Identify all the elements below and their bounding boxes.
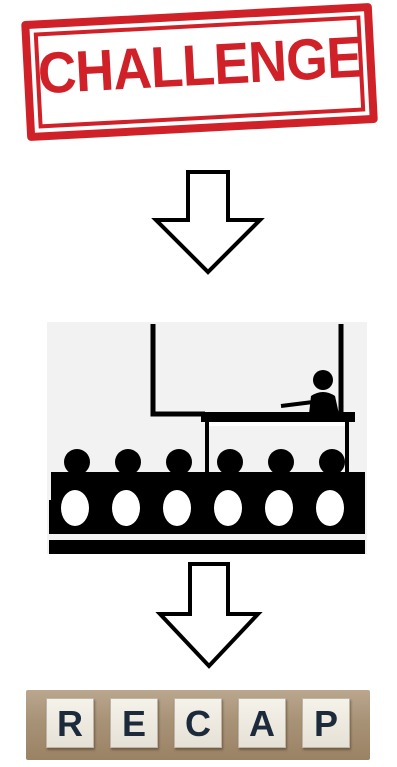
presentation-audience-icon <box>47 322 367 554</box>
recap-tiles: R E C A P <box>26 690 370 760</box>
recap-tile-a: A <box>238 698 286 748</box>
recap-tile-e: E <box>110 698 158 748</box>
down-arrow-icon <box>154 560 264 672</box>
recap-tile-c: C <box>174 698 222 748</box>
recap-tile-p: P <box>302 698 350 748</box>
presentation-scene <box>47 322 367 554</box>
down-arrow-icon <box>148 168 268 278</box>
challenge-stamp: CHALLENGE <box>21 3 378 141</box>
recap-tile-r: R <box>46 698 94 748</box>
